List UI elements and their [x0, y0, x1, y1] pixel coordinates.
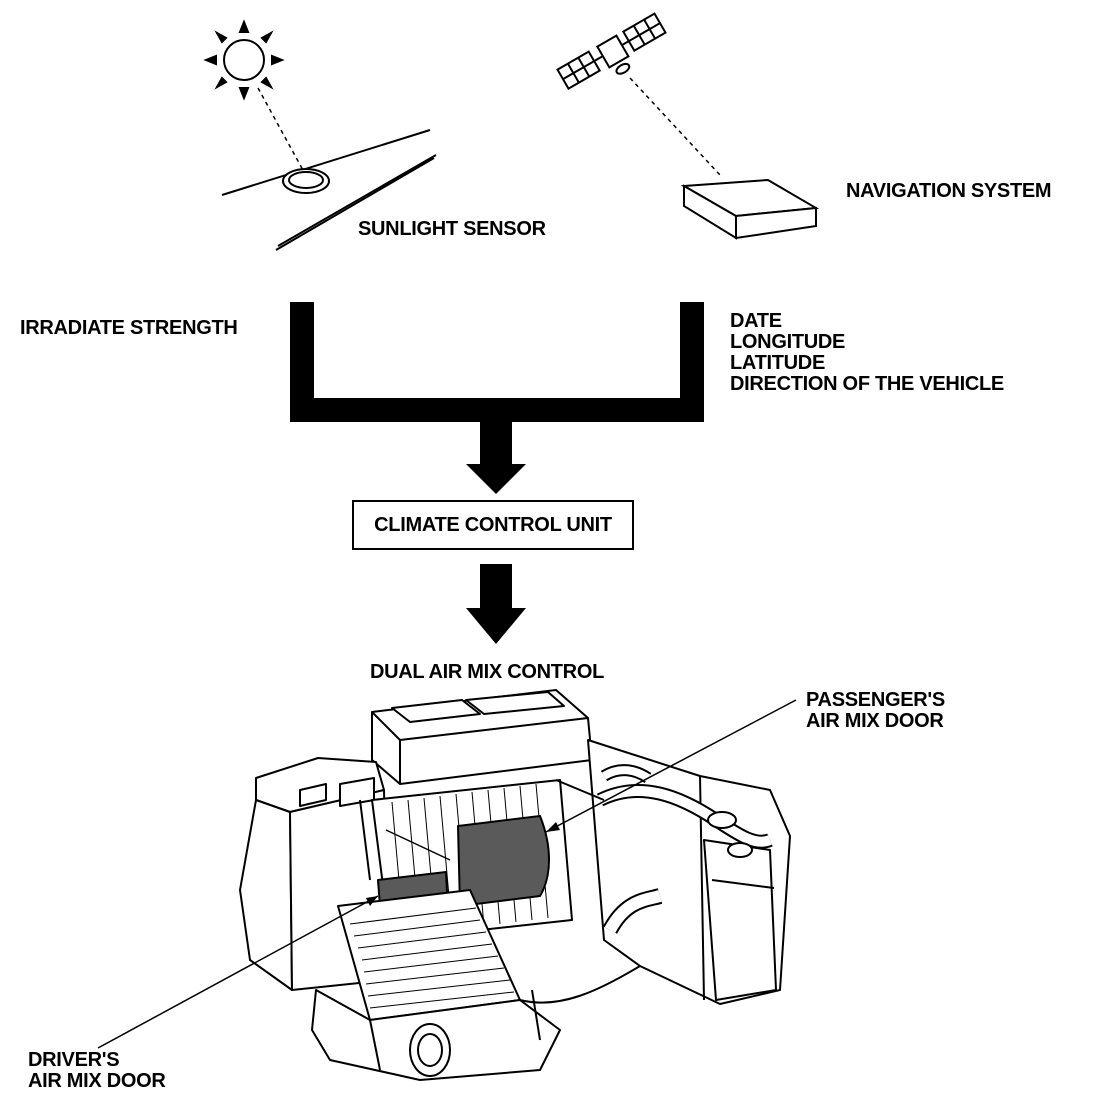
driver-door-line1: DRIVER'S	[28, 1049, 120, 1071]
satellite-signal-line	[629, 77, 721, 176]
nav-input-longitude: LONGITUDE	[730, 331, 846, 353]
driver-air-mix-door-label: DRIVER'S AIR MIX DOOR	[28, 1050, 166, 1092]
sun-icon	[203, 19, 285, 101]
navigation-system-label: NAVIGATION SYSTEM	[846, 180, 1052, 202]
passenger-air-mix-door-label: PASSENGER'S AIR MIX DOOR	[806, 690, 945, 732]
sunlight-sensor-label: SUNLIGHT SENSOR	[358, 218, 546, 240]
dual-air-mix-control-label: DUAL AIR MIX CONTROL	[370, 661, 604, 683]
driver-door-leader	[97, 895, 379, 1049]
nav-input-direction: DIRECTION OF THE VEHICLE	[730, 373, 1004, 395]
passenger-door-leader	[545, 699, 797, 833]
passenger-door-line1: PASSENGER'S	[806, 689, 945, 711]
driver-door-arrowhead	[366, 896, 378, 906]
climate-control-unit-label: CLIMATE CONTROL UNIT	[374, 514, 612, 536]
nav-input-latitude: LATITUDE	[730, 352, 825, 374]
climate-control-unit-box: CLIMATE CONTROL UNIT	[352, 500, 634, 550]
satellite-icon	[556, 12, 667, 91]
signal-bracket	[290, 302, 704, 494]
navigation-unit-icon	[680, 178, 820, 240]
irradiate-strength-label: IRRADIATE STRENGTH	[20, 317, 238, 339]
nav-input-date: DATE	[730, 310, 782, 332]
driver-door-line2: AIR MIX DOOR	[28, 1070, 166, 1092]
sunlight-sensor-icon	[221, 129, 437, 251]
output-arrow	[466, 564, 526, 644]
hvac-unit-illustration	[239, 689, 791, 1081]
sun-ray-line	[257, 87, 305, 173]
passenger-door-arrowhead	[546, 822, 560, 832]
passenger-door-line2: AIR MIX DOOR	[806, 710, 944, 732]
nav-inputs-list: DATE LONGITUDE LATITUDE DIRECTION OF THE…	[730, 311, 1004, 395]
